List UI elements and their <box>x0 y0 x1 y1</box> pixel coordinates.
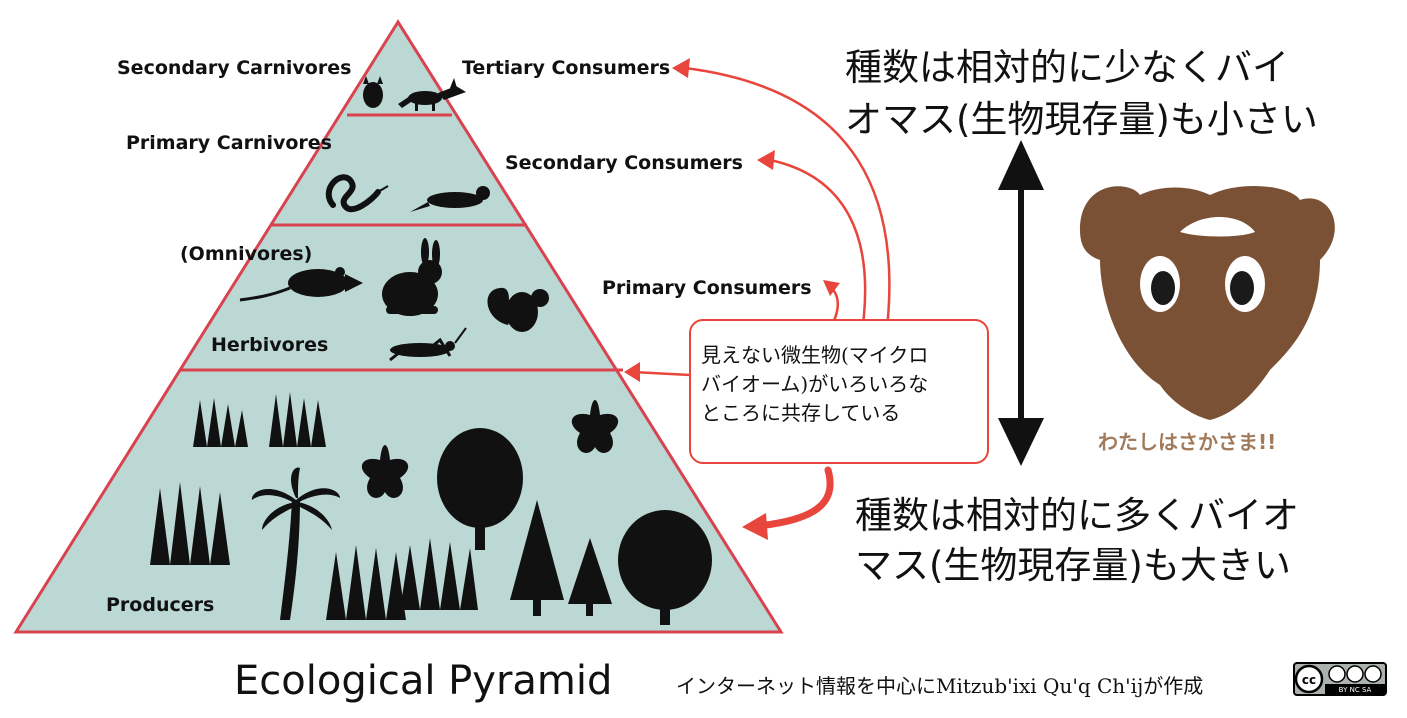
bottom-note-line-1: 種数は相対的に多くバイオ <box>855 494 1299 537</box>
fox-icon <box>398 78 466 111</box>
palm-tree-icon <box>251 467 340 620</box>
owl-icon <box>363 76 383 108</box>
rabbit-icon <box>382 238 442 316</box>
tier1-left-label: Secondary Carnivores <box>117 57 352 79</box>
tier1-right-label: Tertiary Consumers <box>462 57 671 79</box>
double-arrow-icon <box>998 140 1044 466</box>
pine-tree-icon <box>510 500 612 616</box>
poop-caption: わたしはさかさま!! <box>1098 430 1277 454</box>
squirrel-icon <box>487 287 549 332</box>
cc-badge-terms: BY NC SA <box>1339 686 1372 694</box>
pyramid-body <box>13 19 784 634</box>
top-note-line-2: オマス(生物現存量)も小さい <box>845 98 1318 141</box>
credit-line: インターネット情報を中心にMitzub'ixi Qu'q Ch'ijが作成 <box>676 674 1204 698</box>
grass-icon <box>150 392 478 620</box>
otter-icon <box>410 186 490 212</box>
tier3-left-label: (Omnivores) <box>180 243 313 265</box>
callout-line-2: バイオーム)がいろいろな <box>701 372 929 396</box>
arrow-heads <box>624 58 840 540</box>
diagram-title: Ecological Pyramid <box>234 658 613 704</box>
rat-icon <box>239 267 363 302</box>
tier2-left-label: Primary Carnivores <box>126 132 332 154</box>
tier2-right-label: Secondary Consumers <box>505 152 743 174</box>
tier3-right-label: Primary Consumers <box>602 277 812 299</box>
tree-icon <box>437 428 712 625</box>
poop-emoji-icon <box>1080 185 1335 420</box>
top-note-line-1: 種数は相対的に少なくバイ <box>845 46 1289 89</box>
callout-line-3: ところに共存している <box>701 401 901 425</box>
grasshopper-icon <box>389 327 467 362</box>
snake-icon <box>325 174 381 213</box>
tier4-left-label: Producers <box>106 594 215 616</box>
tier3-left-label-2: Herbivores <box>211 334 329 356</box>
callout-line-1: 見えない微生物(マイクロ <box>701 343 929 367</box>
snake-tongue <box>377 185 389 193</box>
cc-badge-label: cc <box>1302 673 1316 687</box>
microbiome-callout: 見えない微生物(マイクロ バイオーム)がいろいろな ところに共存している <box>689 319 989 464</box>
flower-icon <box>361 400 619 498</box>
bottom-note-line-2: マス(生物現存量)も大きい <box>855 544 1291 587</box>
cc-license-badge: cc BY NC SA <box>1293 662 1387 696</box>
